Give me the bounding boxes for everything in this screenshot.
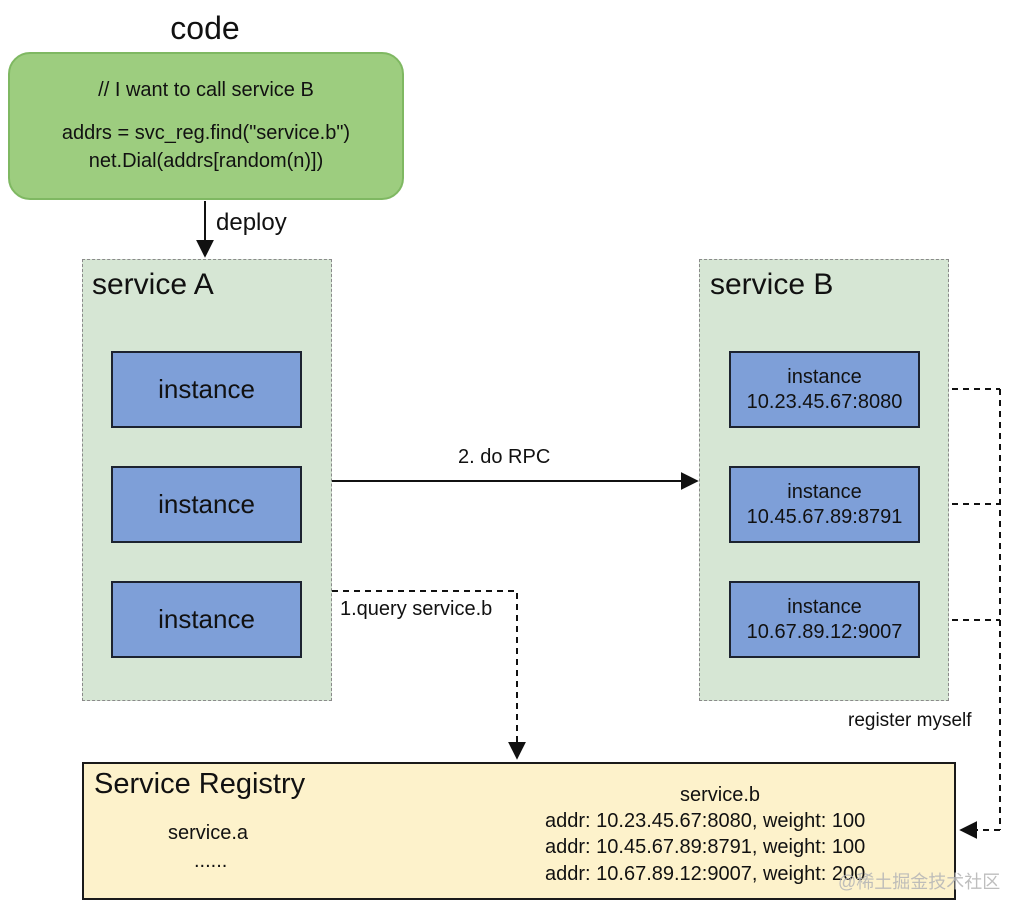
service-a-title: service A bbox=[92, 268, 214, 301]
watermark: @稀土掘金技术社区 bbox=[838, 872, 1001, 892]
service-registry-box bbox=[82, 762, 956, 900]
registry-addr-row: addr: 10.67.89.12:9007, weight: 200 bbox=[545, 863, 866, 885]
instance-addr: 10.23.45.67:8080 bbox=[746, 390, 903, 413]
rpc-label: 2. do RPC bbox=[458, 446, 551, 468]
code-comment-line: // I want to call service B bbox=[98, 79, 314, 101]
service-b-instance: instance 10.23.45.67:8080 bbox=[729, 351, 920, 428]
code-find-line: addrs = svc_reg.find("service.b") bbox=[61, 122, 351, 144]
service-b-title: service B bbox=[710, 268, 834, 301]
instance-label: instance bbox=[787, 365, 862, 388]
instance-addr: 10.67.89.12:9007 bbox=[746, 620, 903, 643]
registry-service-a: service.a bbox=[168, 822, 249, 844]
service-a-instance: instance bbox=[111, 351, 302, 428]
register-label: register myself bbox=[848, 710, 972, 731]
service-b-instance: instance 10.45.67.89:8791 bbox=[729, 466, 920, 543]
registry-service-a-more: ...... bbox=[194, 850, 228, 872]
service-a-instance: instance bbox=[111, 466, 302, 543]
registry-addr-row: addr: 10.23.45.67:8080, weight: 100 bbox=[545, 810, 866, 832]
code-dial-line: net.Dial(addrs[random(n)]) bbox=[88, 150, 324, 172]
instance-label: instance bbox=[787, 480, 862, 503]
code-title: code bbox=[170, 10, 240, 46]
deploy-label: deploy bbox=[216, 209, 287, 236]
service-a-instance: instance bbox=[111, 581, 302, 658]
instance-label: instance bbox=[787, 595, 862, 618]
service-b-instance: instance 10.67.89.12:9007 bbox=[729, 581, 920, 658]
registry-service-b: service.b bbox=[680, 784, 761, 806]
query-label: 1.query service.b bbox=[340, 598, 493, 620]
instance-addr: 10.45.67.89:8791 bbox=[746, 505, 903, 528]
registry-title: Service Registry bbox=[94, 768, 306, 800]
code-box: // I want to call service B addrs = svc_… bbox=[8, 52, 404, 200]
registry-addr-row: addr: 10.45.67.89:8791, weight: 100 bbox=[545, 836, 866, 858]
